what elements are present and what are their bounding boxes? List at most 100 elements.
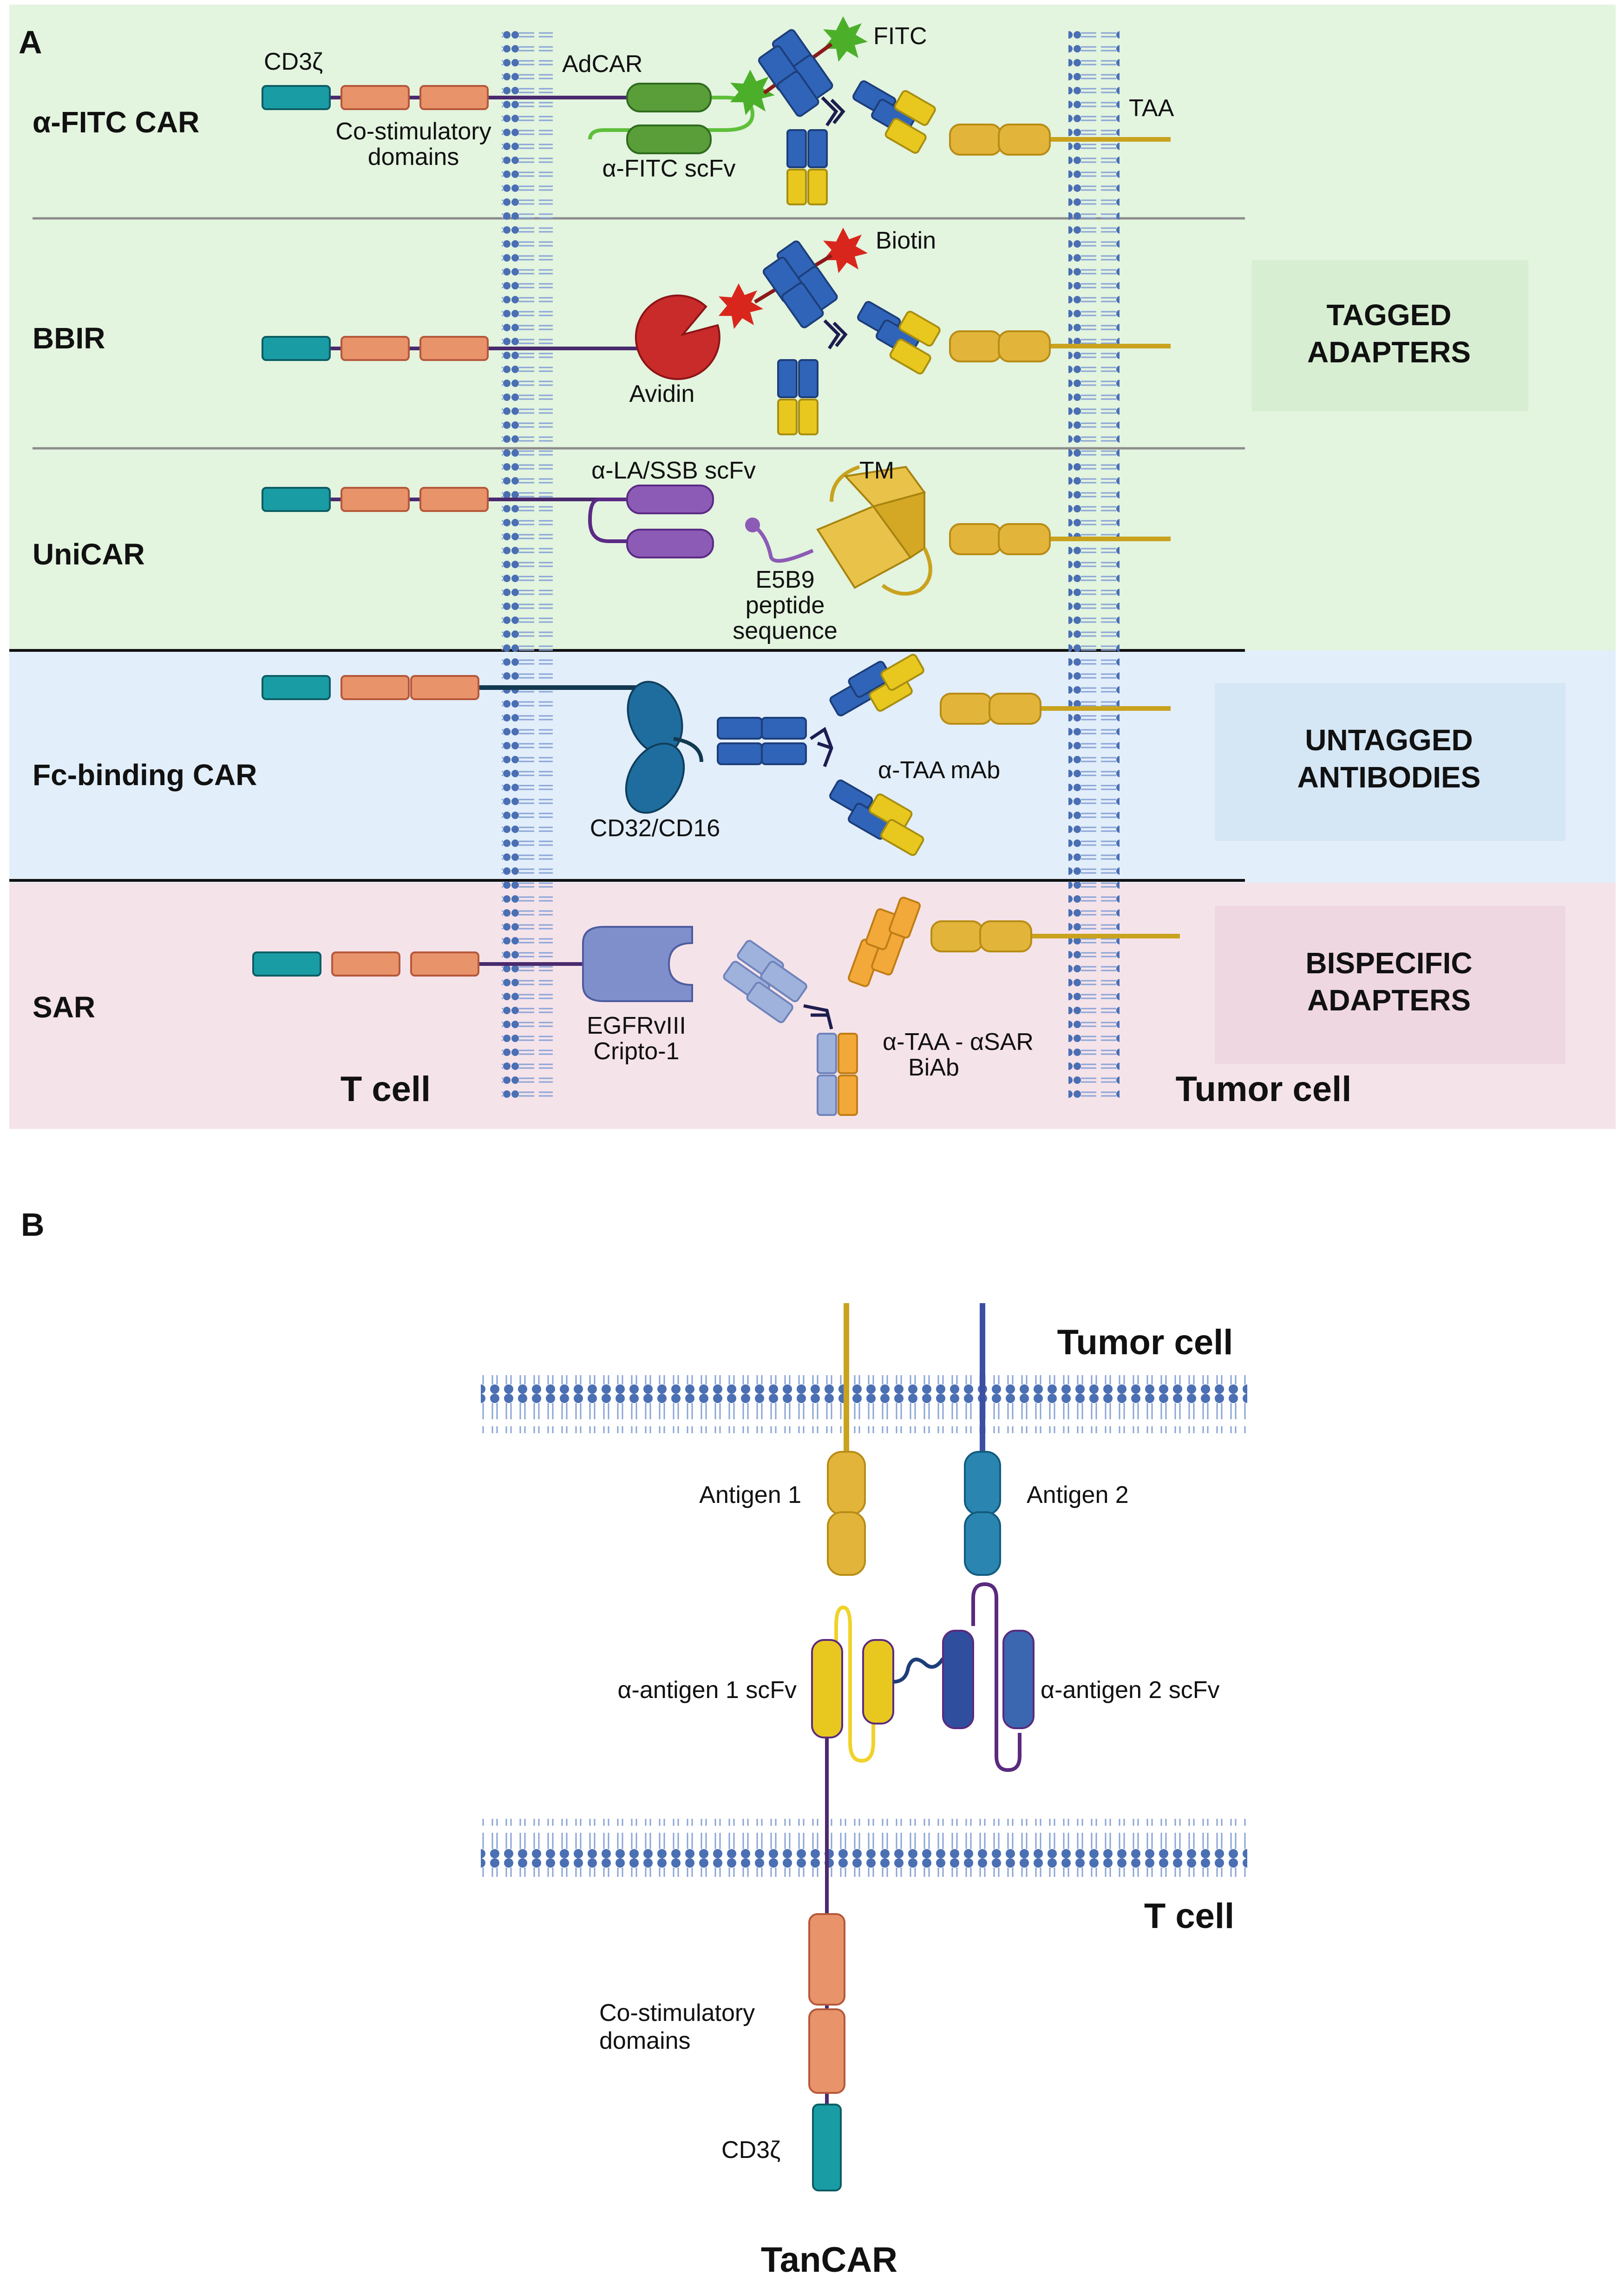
costim-domain [341, 675, 410, 700]
cd3z-domain [262, 336, 331, 361]
costim-label: Co-stimulatory [599, 2000, 755, 2026]
fc-receptor-linker [673, 737, 703, 762]
fitc-star-icon [730, 70, 775, 115]
target-module-icon [816, 465, 932, 596]
scfv-1-domain [811, 1639, 843, 1738]
cd3z-label: CD3ζ [264, 48, 323, 75]
category-label: TAGGED [1326, 298, 1451, 332]
panel-a-label: A [19, 24, 42, 60]
row-sar: EGFRvIII Cripto-1 α-TAA - αSAR BiAb [252, 897, 1180, 1116]
tumor-cell-membrane [1068, 26, 1120, 1103]
t-cell-label: T cell [341, 1069, 431, 1109]
cd3z-domain [262, 85, 331, 110]
taa-label: TAA [1129, 95, 1174, 122]
avidin-icon [635, 295, 720, 380]
bispecific-antibody-icon [723, 897, 921, 1116]
costim-domain [410, 951, 479, 977]
costim-domain [419, 85, 489, 110]
biotin-star-icon [823, 228, 868, 273]
costim-label: Co-stimulatory [335, 118, 491, 145]
cd3z-domain [252, 951, 321, 977]
tumor-cell-label: Tumor cell [1176, 1069, 1352, 1109]
row-bbir: Avidin Biotin [262, 227, 1171, 435]
sar-target-label: EGFRvIII [587, 1012, 686, 1039]
cd3z-domain [812, 2104, 842, 2191]
row-title-fitc: α-FITC CAR [33, 105, 199, 139]
category-label: ADAPTERS [1307, 335, 1471, 369]
costim-domain [808, 1913, 845, 2006]
costim-domain [419, 336, 489, 361]
panel-b-label: B [21, 1207, 45, 1243]
costim-domain [341, 487, 410, 512]
biab-label: α-TAA - αSAR [883, 1029, 1034, 1056]
category-label: UNTAGGED [1305, 723, 1473, 757]
taa-domain [998, 330, 1051, 362]
antigen-1-label: Antigen 1 [699, 1482, 801, 1508]
category-box-bispecific [1215, 906, 1565, 1064]
t-cell-label: T cell [1144, 1896, 1234, 1936]
taa-domain [930, 920, 983, 952]
scfv-2-domain [942, 1630, 974, 1729]
category-label: BISPECIFIC [1305, 946, 1472, 980]
scfv-domain [626, 529, 714, 558]
row-fc: CD32/CD16 α-TAA mAb [262, 654, 1171, 856]
biotin-star-icon [719, 283, 763, 329]
cd3z-domain [262, 487, 331, 512]
scfv-label: α-LA/SSB scFv [591, 457, 756, 484]
scfv-label: α-FITC scFv [602, 155, 735, 182]
category-label: ANTIBODIES [1297, 761, 1481, 794]
category-box-tagged [1252, 260, 1528, 411]
taa-domain [998, 124, 1051, 156]
cd3z-domain [262, 675, 331, 700]
scfv-2-label: α-antigen 2 scFv [1041, 1677, 1220, 1704]
taa-domain [949, 523, 1002, 555]
costim-domain [410, 675, 479, 700]
taa-domain [940, 693, 993, 725]
peptide-linker [751, 523, 814, 563]
antigen-2-label: Antigen 2 [1027, 1482, 1129, 1508]
row-unicar: α-LA/SSB scFv E5B9 peptide sequence TM [262, 457, 1171, 644]
panel-a: A TAGGED ADAPTERS UNTAGGED ANTIBODIES BI… [9, 5, 1616, 1129]
taa-domain [998, 523, 1051, 555]
biab-label: BiAb [908, 1054, 959, 1081]
sar-target-label: Cripto-1 [594, 1038, 680, 1065]
antibody-icon [717, 654, 924, 856]
biotin-label: Biotin [876, 227, 936, 254]
category-label: ADAPTERS [1307, 984, 1471, 1017]
adcar-label: AdCAR [562, 51, 642, 78]
sar-receptor-icon [582, 926, 693, 1002]
peptide-label: peptide [746, 592, 825, 619]
scfv-domain [626, 83, 712, 112]
tumor-cell-label: Tumor cell [1057, 1323, 1233, 1362]
row-title-unicar: UniCAR [33, 538, 145, 571]
avidin-label: Avidin [629, 380, 695, 407]
fc-receptor-domain [625, 742, 685, 814]
antibody-icon [753, 240, 941, 435]
costim-domain [808, 2008, 845, 2094]
costim-domain [341, 336, 410, 361]
scfv-linker [588, 498, 627, 543]
antigen-2-domain [964, 1451, 1001, 1515]
costim-domain [331, 951, 400, 977]
costim-domain [419, 487, 489, 512]
t-cell-membrane [502, 26, 553, 1103]
fitc-star-icon [823, 16, 868, 62]
row-title-sar: SAR [33, 990, 95, 1024]
tumor-membrane-b [481, 1375, 1247, 1433]
row-title-bbir: BBIR [33, 321, 105, 355]
taa-domain [989, 693, 1041, 725]
antigen-1-domain [827, 1451, 866, 1515]
costim-label: domains [599, 2027, 691, 2054]
taa-domain [979, 920, 1032, 952]
tancar-title: TanCAR [761, 2240, 897, 2280]
panel-b: B Tumor cell T cell Antigen 1 Antigen 2 [21, 1207, 1247, 2280]
peptide-label: E5B9 [755, 566, 814, 593]
row-fitc: CD3ζ Co-stimulatory domains AdCAR α-FITC… [262, 16, 1174, 205]
scfv-domain [626, 125, 712, 154]
costim-domain [341, 85, 410, 110]
costim-label: domains [368, 144, 459, 170]
category-box-untagged [1215, 683, 1565, 841]
row-title-fc: Fc-binding CAR [33, 758, 257, 792]
antibody-icon [758, 29, 936, 205]
